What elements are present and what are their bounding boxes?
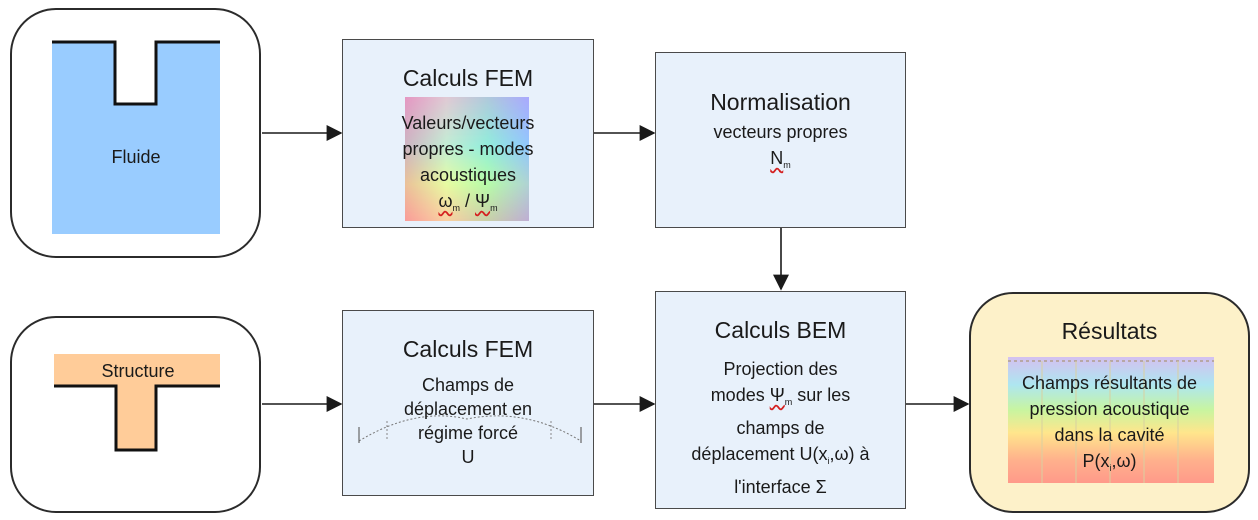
bem-line: modes Ψm sur les <box>656 382 905 415</box>
results-line: dans la cavité <box>1054 425 1165 445</box>
symbol-separator: / <box>460 191 476 211</box>
fem-structure-line: déplacement en <box>403 399 533 419</box>
results-pressure-map <box>1008 357 1214 483</box>
normalisation-title: Normalisation <box>710 89 851 115</box>
results-formula: P(xi,ω) <box>971 448 1248 481</box>
bem-text: sur les <box>792 385 851 405</box>
fluid-box: Fluide <box>10 8 261 258</box>
normalisation-line: vecteurs propres <box>713 122 848 142</box>
psi-subscript: m <box>784 397 793 407</box>
fem-modes-box: Calculs FEM Valeurs/vecteurs propres - m… <box>342 39 594 228</box>
fluid-label: Fluide <box>111 147 161 167</box>
bem-text: modes <box>710 385 770 405</box>
results-title: Résultats <box>1061 318 1158 344</box>
fem-modes-line: propres - modes <box>402 139 534 159</box>
normalisation-symbol-line: Nm <box>656 145 905 178</box>
results-text: P(x <box>1082 451 1110 471</box>
structure-t-icon <box>54 354 220 452</box>
structure-label: Structure <box>101 361 175 381</box>
fem-modes-line: Valeurs/vecteurs <box>401 113 535 133</box>
n-symbol: N <box>770 148 784 168</box>
bem-line: déplacement U(xi,ω) à <box>656 441 905 474</box>
xi-subscript: i <box>1109 463 1112 473</box>
fem-modes-title: Calculs FEM <box>402 65 534 91</box>
results-line: pression acoustique <box>1029 399 1190 419</box>
omega-symbol: ω <box>438 191 453 211</box>
fem-structure-box: Calculs FEM Champs de déplacement en rég… <box>342 310 594 496</box>
omega-subscript: m <box>452 203 461 213</box>
psi-subscript: m <box>490 203 498 213</box>
pressure-map-mesh-lines <box>1008 360 1214 483</box>
normalisation-box: Normalisation vecteurs propres Nm <box>655 52 906 228</box>
results-line: Champs résultants de <box>1021 373 1198 393</box>
fem-modes-colormap <box>405 97 529 221</box>
bem-title: Calculs BEM <box>714 317 847 343</box>
fem-structure-line: Champs de <box>421 375 515 395</box>
fem-structure-title: Calculs FEM <box>402 336 534 362</box>
bem-line: l'interface Σ <box>734 477 827 497</box>
bem-text: ,ω) à <box>829 444 870 464</box>
fem-structure-mesh-sketch <box>358 415 582 443</box>
fem-modes-line: acoustiques <box>419 165 517 185</box>
bem-line: Projection des <box>723 359 838 379</box>
results-box: Résultats Champs résultants de pression … <box>969 292 1250 513</box>
psi-symbol: Ψ <box>475 191 491 211</box>
n-subscript: m <box>783 160 791 170</box>
bem-box: Calculs BEM Projection des modes Ψm sur … <box>655 291 906 509</box>
fem-structure-line: régime forcé <box>417 423 519 443</box>
fem-modes-symbols: ωm / Ψm <box>343 188 593 221</box>
bem-line: champs de <box>736 418 825 438</box>
xi-subscript: i <box>827 456 830 466</box>
bem-text: déplacement U(x <box>691 444 828 464</box>
fem-structure-line: U <box>461 447 475 467</box>
psi-symbol: Ψ <box>769 385 785 405</box>
fluid-cavity-icon <box>52 40 220 234</box>
structure-box: Structure <box>10 316 261 513</box>
results-text: ,ω) <box>1111 451 1137 471</box>
